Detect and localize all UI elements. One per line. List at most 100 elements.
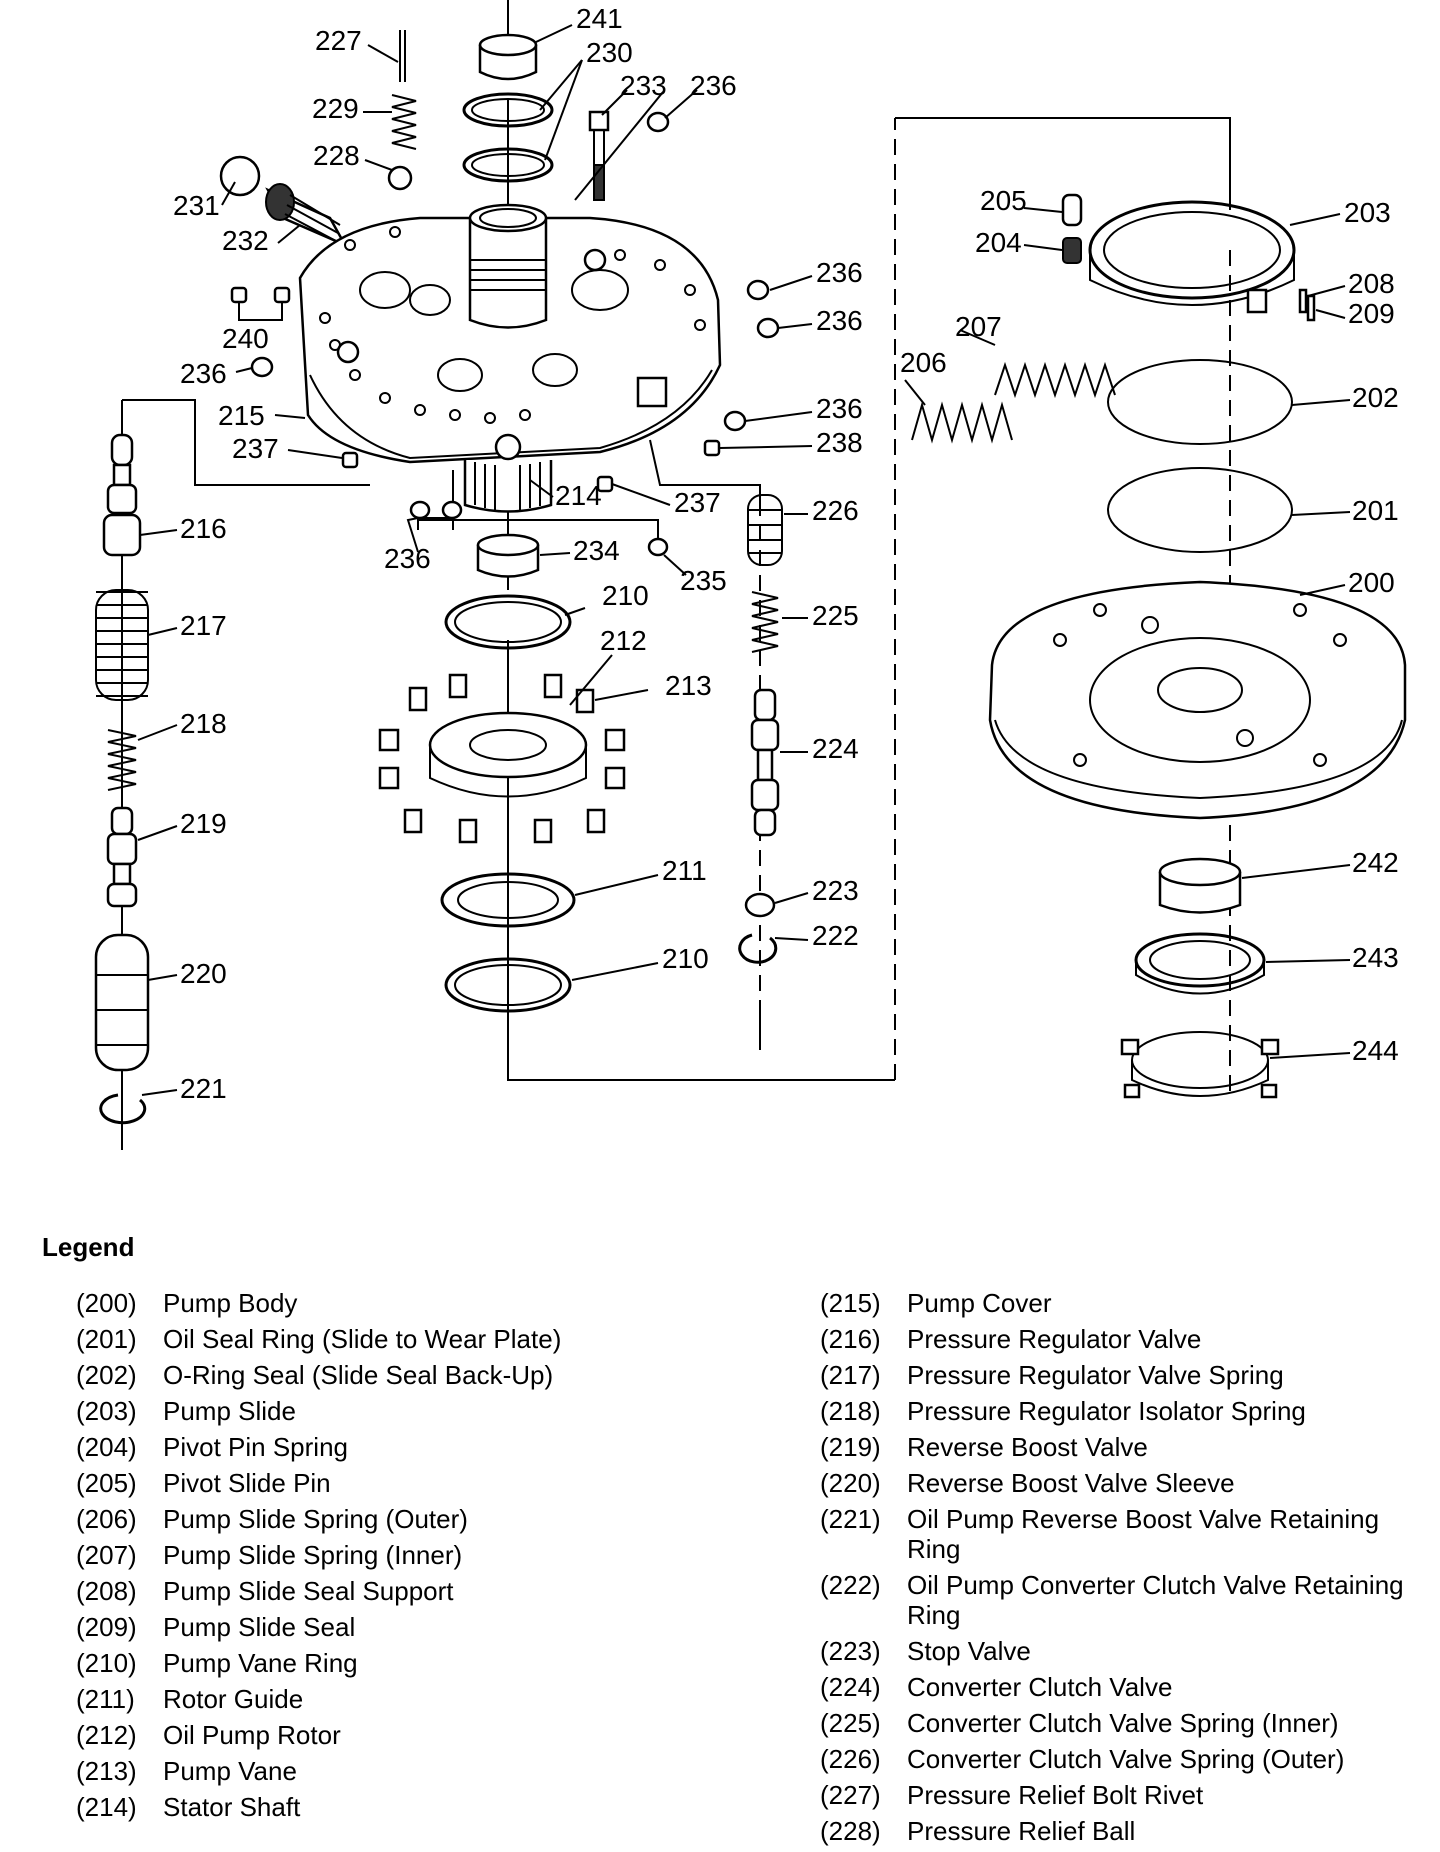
ball-228 — [387, 165, 413, 191]
legend-item: (227) Pressure Relief Bolt Rivet — [820, 1780, 1430, 1810]
exploded-view-diagram: 241 230 227 233 236 229 228 231 232 236 … — [94, 0, 1407, 1150]
callout-236-left: 236 — [180, 358, 227, 389]
legend-label: Pump Cover — [907, 1288, 1052, 1318]
pivot-slide-pin-205 — [1061, 193, 1083, 227]
legend-number: (221) — [820, 1504, 881, 1534]
legend-number: (225) — [820, 1708, 881, 1738]
legend-number: (226) — [820, 1744, 881, 1774]
callout-216: 216 — [180, 513, 227, 544]
callout-217: 217 — [180, 610, 227, 641]
legend-item: (208) Pump Slide Seal Support — [76, 1576, 756, 1606]
pump-vanes-213 — [378, 673, 626, 844]
legend-label: Pressure Regulator Isolator Spring — [907, 1396, 1306, 1426]
callout-240: 240 — [222, 323, 269, 354]
callout-237-center: 237 — [674, 487, 721, 518]
bushing-234 — [476, 533, 540, 578]
plug-236-top — [646, 111, 670, 133]
legend-number: (208) — [76, 1576, 137, 1606]
pivot-pin-spring-204 — [1062, 237, 1082, 264]
pump-slide-203 — [1088, 200, 1296, 314]
retaining-ring-221 — [99, 1093, 147, 1125]
callout-226: 226 — [812, 495, 859, 526]
legend-label: Converter Clutch Valve — [907, 1672, 1173, 1702]
callout-230: 230 — [586, 37, 633, 68]
isolator-spring-218 — [107, 729, 137, 791]
oil-seal-ring-201 — [1107, 467, 1293, 553]
legend-item: (204)Pivot Pin Spring — [76, 1432, 756, 1462]
callout-219: 219 — [180, 808, 227, 839]
legend-label: Oil Pump Converter Clutch Valve Retainin… — [907, 1570, 1404, 1630]
legend-label: Pump Vane Ring — [163, 1648, 358, 1678]
legend-label: Pivot Slide Pin — [163, 1468, 331, 1498]
legend-column-left: (200)Pump Body (201)Oil Seal Ring (Slide… — [76, 1288, 756, 1828]
legend-label: Oil Pump Reverse Boost Valve Retaining R… — [907, 1504, 1380, 1564]
plugs-240 — [230, 286, 291, 321]
callout-225: 225 — [812, 600, 859, 631]
callout-236-top: 236 — [690, 70, 737, 101]
callout-213: 213 — [665, 670, 712, 701]
legend-number: (213) — [76, 1756, 137, 1786]
legend-item: (214) Stator Shaft — [76, 1792, 756, 1822]
bushing-242 — [1158, 857, 1242, 914]
converter-clutch-valve-224 — [750, 688, 780, 837]
callout-236-right-b: 236 — [816, 305, 863, 336]
legend-item: (216)Pressure Regulator Valve — [820, 1324, 1430, 1354]
legend-number: (216) — [820, 1324, 881, 1354]
legend-number: (210) — [76, 1648, 137, 1678]
legend-number: (227) — [820, 1780, 881, 1810]
legend-item: (224)Converter Clutch Valve — [820, 1672, 1430, 1702]
legend-item: (202)O-Ring Seal (Slide Seal Back-Up) — [76, 1360, 756, 1390]
plug-238 — [703, 439, 721, 457]
legend-number: (209) — [76, 1612, 137, 1642]
legend-label: Pressure Regulator Valve Spring — [907, 1360, 1284, 1390]
callout-218: 218 — [180, 708, 227, 739]
callout-201: 201 — [1352, 495, 1399, 526]
callout-206: 206 — [900, 347, 947, 378]
legend-number: (222) — [820, 1570, 881, 1600]
legend-number: (202) — [76, 1360, 137, 1390]
callout-215: 215 — [218, 400, 265, 431]
legend-number: (220) — [820, 1468, 881, 1498]
callout-227: 227 — [315, 25, 362, 56]
legend-label: Pump Slide Seal Support — [163, 1576, 454, 1606]
pressure-regulator-valve-216 — [102, 433, 142, 557]
legend-number: (214) — [76, 1792, 137, 1822]
callout-229: 229 — [312, 93, 359, 124]
legend-item: (218)Pressure Regulator Isolator Spring — [820, 1396, 1430, 1426]
legend-label: Pressure Relief Bolt Rivet — [907, 1780, 1204, 1810]
callout-202: 202 — [1352, 382, 1399, 413]
legend-item: (220)Reverse Boost Valve Sleeve — [820, 1468, 1430, 1498]
callout-211: 211 — [662, 855, 707, 886]
legend-item: (222) Oil Pump Converter Clutch Valve Ret… — [820, 1570, 1430, 1630]
legend-number: (217) — [820, 1360, 881, 1390]
rivet-227 — [399, 30, 406, 82]
legend-number: (215) — [820, 1288, 881, 1318]
callout-243: 243 — [1352, 942, 1399, 973]
legend-item: (215) Pump Cover — [820, 1288, 1430, 1318]
boost-valve-sleeve-220 — [94, 933, 150, 1072]
callout-224: 224 — [812, 733, 859, 764]
vane-ring-210-upper — [444, 594, 572, 650]
stop-valve-223 — [744, 892, 776, 918]
callout-238: 238 — [816, 427, 863, 458]
legend-label: Rotor Guide — [163, 1684, 304, 1714]
legend-number: (200) — [76, 1288, 137, 1318]
callout-208: 208 — [1348, 268, 1395, 299]
callout-231: 231 — [173, 190, 220, 221]
callout-235: 235 — [680, 565, 727, 596]
legend-item: (213)Pump Vane — [76, 1756, 756, 1786]
callout-244: 244 — [1352, 1035, 1399, 1066]
leader-lines — [137, 24, 1351, 1096]
legend-label: Pump Slide Seal — [163, 1612, 356, 1642]
callout-223: 223 — [812, 875, 859, 906]
callout-209: 209 — [1348, 298, 1395, 329]
legend-item: (226)Converter Clutch Valve Spring (Oute… — [820, 1744, 1430, 1774]
legend-label: Pump Body — [163, 1288, 298, 1318]
legend-label: Pressure Relief Ball — [907, 1816, 1136, 1846]
legend-label: Stator Shaft — [163, 1792, 301, 1822]
legend-item: (203)Pump Slide — [76, 1396, 756, 1426]
callout-234: 234 — [573, 535, 620, 566]
legend-number: (212) — [76, 1720, 137, 1750]
legend-item: (223)Stop Valve — [820, 1636, 1430, 1666]
legend-item: (205)Pivot Slide Pin — [76, 1468, 756, 1498]
